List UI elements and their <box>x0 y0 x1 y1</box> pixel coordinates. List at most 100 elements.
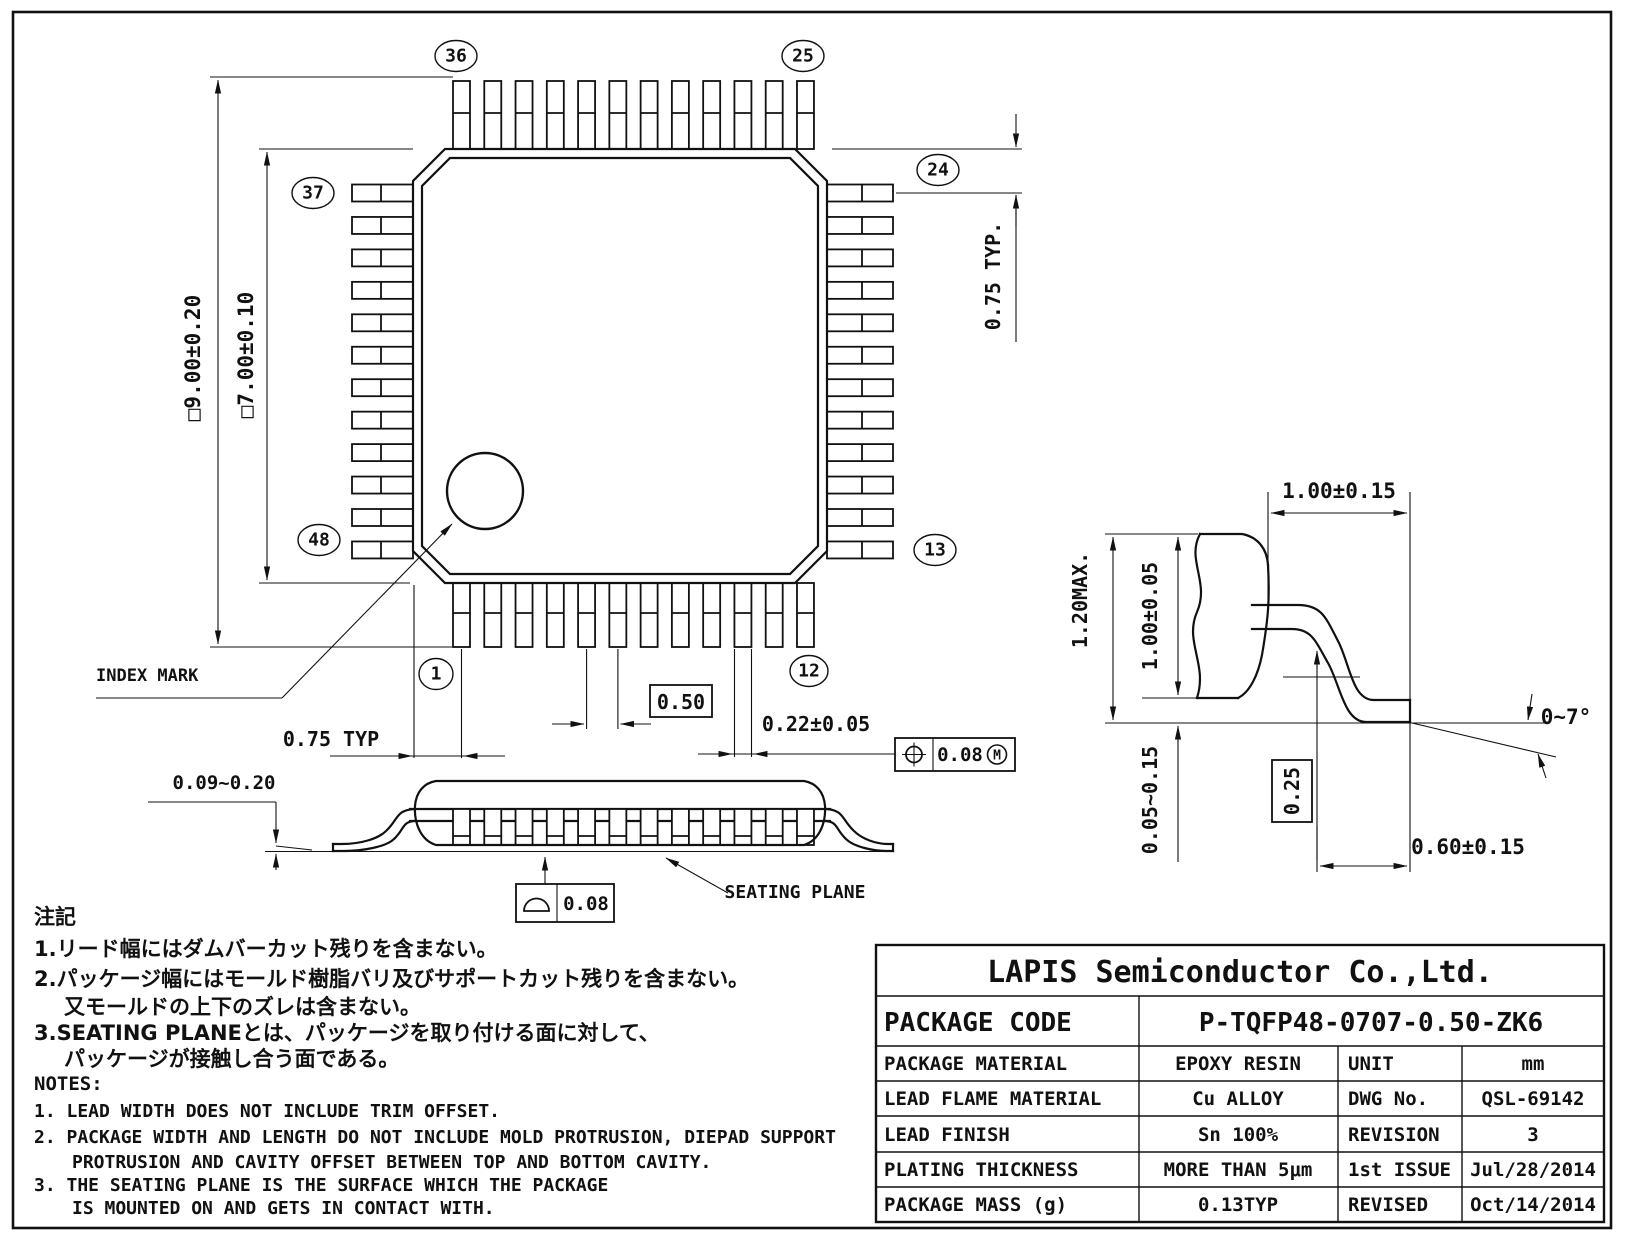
pin-bubble-37: 37 <box>302 183 324 204</box>
lead-detail-lead <box>1250 603 1412 724</box>
dim-gauge-offset: 0.25 <box>1271 650 1360 860</box>
dim-pitch: 0.50 <box>552 649 713 729</box>
dim-pitch-label: 0.50 <box>657 690 705 714</box>
dim-standoff-side-label: 0.09~0.20 <box>173 772 276 794</box>
dim-corner-pitch-bottom-label: 0.75 TYP <box>283 727 379 751</box>
gull-wing-lead-right <box>824 807 895 853</box>
notes-jp-line: 3.SEATING PLANEとは、パッケージを取り付ける面に対して、 <box>34 1021 660 1045</box>
lead-detail-view: 1.00±0.15 1.20MAX. 1.00±0.05 0.05~0.15 0… <box>1068 479 1591 872</box>
notes-jp-line: 1.リード幅にはダムバーカット残りを含まない。 <box>34 937 498 961</box>
dim-corner-pitch-right: 0.75 TYP. <box>832 114 1022 342</box>
notes-en-line: 1. LEAD WIDTH DOES NOT INCLUDE TRIM OFFS… <box>34 1101 500 1122</box>
dim-corner-pitch-right-label: 0.75 TYP. <box>981 222 1005 330</box>
tb-value2: mm <box>1522 1053 1545 1075</box>
tb-value: EPOXY RESIN <box>1175 1053 1301 1075</box>
seating-plane-callout: SEATING PLANE <box>665 857 866 903</box>
dim-body-label: □7.00±0.10 <box>234 292 258 418</box>
tb-label: LEAD FINISH <box>884 1124 1010 1146</box>
mmc-modifier-circle-icon <box>986 744 1008 765</box>
dim-overall: □9.00±0.20 <box>181 76 453 648</box>
pins-right <box>826 183 894 560</box>
dim-lead-length: 1.00±0.15 <box>1267 479 1411 872</box>
dim-body: □7.00±0.10 <box>234 148 413 584</box>
index-mark-callout: INDEX MARK <box>96 523 453 699</box>
tb-value: Sn 100% <box>1198 1124 1279 1146</box>
dim-height-max: 1.20MAX. <box>1068 533 1198 721</box>
dim-corner-pitch-bottom: 0.75 TYP <box>283 585 505 760</box>
tb-value2: Oct/14/2014 <box>1470 1194 1596 1216</box>
position-tolerance-frame: 0.08 M <box>894 737 1016 772</box>
dim-lead-width-label: 0.22±0.05 <box>762 712 870 736</box>
tb-value2: 3 <box>1527 1124 1538 1146</box>
notes-jp-title: 注記 <box>34 905 76 929</box>
pin-bubble-1: 1 <box>431 664 442 685</box>
pins-bottom <box>452 582 815 648</box>
side-view: 0.09~0.20 SEATING PLANE 0.08 <box>148 772 895 923</box>
pin-bubble-13: 13 <box>924 540 946 561</box>
pin-bubble-25: 25 <box>792 46 814 67</box>
package-code-value: P-TQFP48-0707-0.50-ZK6 <box>1199 1008 1543 1038</box>
dim-gauge-offset-label: 0.25 <box>1280 767 1304 815</box>
tb-label2: UNIT <box>1348 1053 1394 1075</box>
side-view-body <box>413 779 827 847</box>
dim-lead-width: 0.22±0.05 <box>698 649 895 758</box>
company-name: LAPIS Semiconductor Co.,Ltd. <box>987 955 1493 990</box>
dim-standoff-detail: 0.05~0.15 <box>1138 725 1182 862</box>
dim-foot-length-label: 0.60±0.15 <box>1411 835 1525 859</box>
page-border <box>11 10 1613 1230</box>
title-block: LAPIS Semiconductor Co.,Ltd. PACKAGE COD… <box>874 943 1606 1224</box>
notes-en-line: 2. PACKAGE WIDTH AND LENGTH DO NOT INCLU… <box>34 1127 836 1148</box>
tb-label: PACKAGE MASS (g) <box>884 1194 1067 1216</box>
tb-value2: QSL-69142 <box>1482 1088 1585 1110</box>
mmc-modifier-letter: M <box>993 749 1001 764</box>
notes-en-line: PROTRUSION AND CAVITY OFFSET BETWEEN TOP… <box>72 1152 711 1173</box>
tb-label: PLATING THICKNESS <box>884 1159 1078 1181</box>
position-symbol-icon <box>902 742 926 767</box>
dim-body-thickness-label: 1.00±0.05 <box>1138 562 1162 670</box>
tb-label2: 1st ISSUE <box>1348 1159 1451 1181</box>
position-tolerance-value: 0.08 <box>937 744 983 766</box>
tb-value: 0.13TYP <box>1198 1194 1278 1216</box>
pin-bubble-48: 48 <box>308 530 330 551</box>
tb-label: LEAD FLAME MATERIAL <box>884 1088 1101 1110</box>
dim-height-max-label: 1.20MAX. <box>1068 552 1092 648</box>
gull-wing-lead-left <box>331 807 416 853</box>
lead-detail-body <box>1192 532 1270 700</box>
flatness-value: 0.08 <box>563 893 609 915</box>
tb-label2: REVISION <box>1348 1124 1440 1146</box>
dim-foot-angle-label: 0~7° <box>1541 705 1592 729</box>
tb-value: Cu ALLOY <box>1192 1088 1284 1110</box>
notes-en-line: 3. THE SEATING PLANE IS THE SURFACE WHIC… <box>34 1175 608 1196</box>
dim-standoff-detail-label: 0.05~0.15 <box>1138 746 1162 854</box>
package-code-label: PACKAGE CODE <box>884 1008 1072 1038</box>
tb-label2: DWG No. <box>1348 1088 1428 1110</box>
dim-standoff-side: 0.09~0.20 <box>148 772 313 870</box>
dim-body-thickness: 1.00±0.05 <box>1138 536 1197 699</box>
tb-value2: Jul/28/2014 <box>1470 1159 1596 1181</box>
dim-foot-length: 0.60±0.15 <box>1316 826 1525 872</box>
dim-foot-angle: 0~7° <box>1411 693 1592 779</box>
tb-label2: REVISED <box>1348 1194 1428 1216</box>
dim-lead-length-label: 1.00±0.15 <box>1282 479 1396 503</box>
notes-block: 注記 1.リード幅にはダムバーカット残りを含まない。 2.パッケージ幅にはモール… <box>34 905 836 1219</box>
tb-value: MORE THAN 5μm <box>1164 1159 1313 1181</box>
pins-left <box>351 183 414 560</box>
pin-bubble-12: 12 <box>798 661 820 682</box>
package-body-outline-inner <box>420 156 820 576</box>
title-block-rows: PACKAGE MATERIAL EPOXY RESIN UNIT mm LEA… <box>884 1053 1596 1216</box>
notes-jp-line: 又モールドの上下のズレは含まない。 <box>64 995 421 1019</box>
top-view: □9.00±0.20 □7.00±0.10 0.75 TYP. 0.75 TYP <box>96 39 1022 772</box>
index-mark-label: INDEX MARK <box>96 666 199 686</box>
notes-jp-line: 2.パッケージ幅にはモールド樹脂バリ及びサポートカット残りを含まない。 <box>34 967 749 991</box>
pin-bubble-24: 24 <box>927 160 949 181</box>
index-mark-circle <box>445 451 525 531</box>
pins-top <box>452 80 815 150</box>
notes-en-line: IS MOUNTED ON AND GETS IN CONTACT WITH. <box>72 1198 495 1219</box>
seating-plane-label: SEATING PLANE <box>725 882 866 903</box>
pin-number-bubbles: 36 25 37 48 24 13 1 12 <box>291 39 960 691</box>
notes-en-title: NOTES: <box>34 1073 103 1095</box>
tb-label: PACKAGE MATERIAL <box>884 1053 1067 1075</box>
package-body-outline-outer <box>411 147 829 585</box>
flatness-symbol-icon <box>523 897 550 912</box>
